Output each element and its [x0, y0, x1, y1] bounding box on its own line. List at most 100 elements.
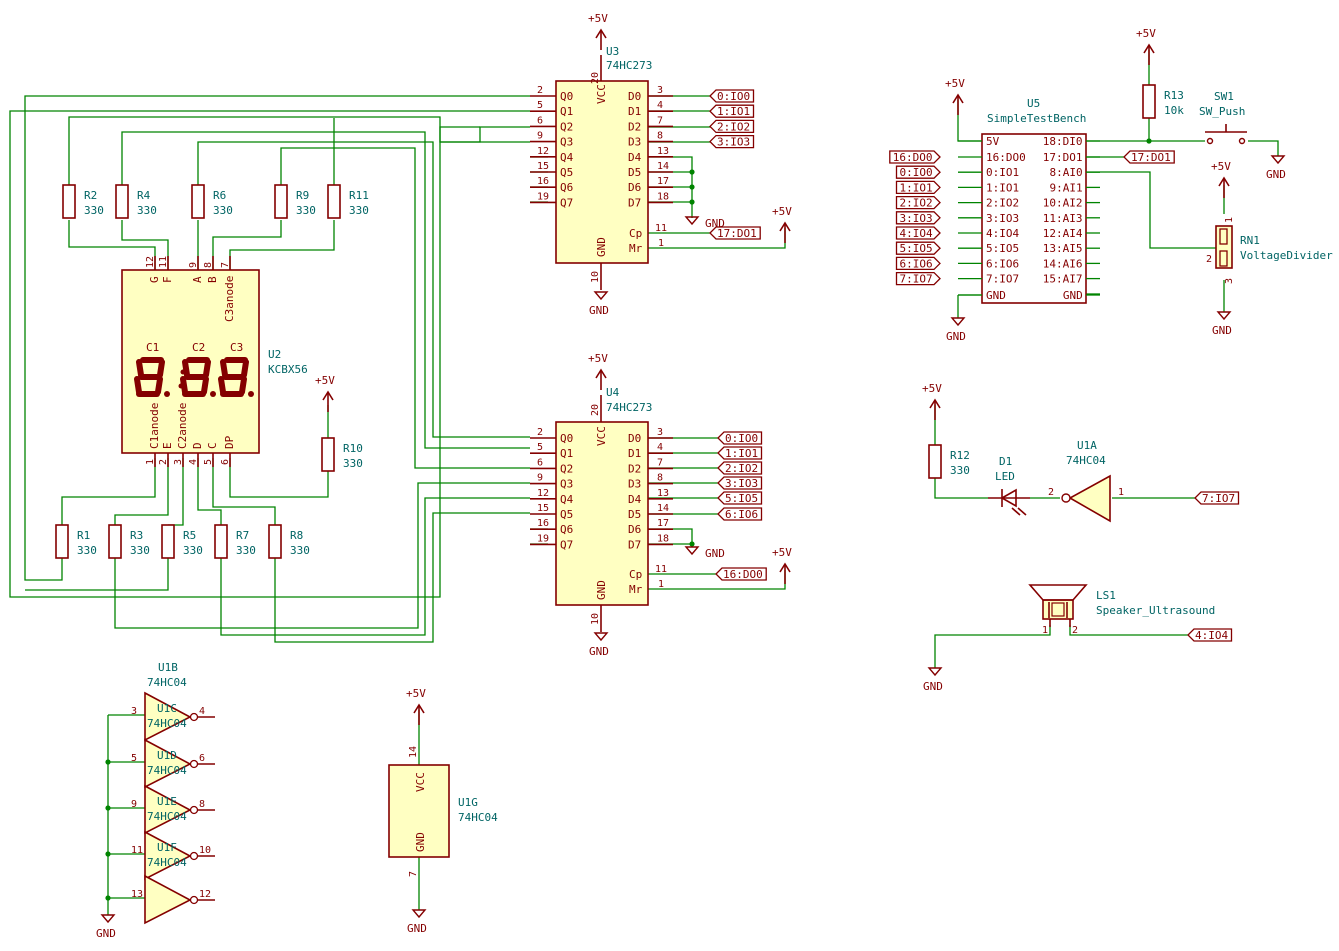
u1a-ref: U1A	[1077, 439, 1097, 452]
u4-label-1-shape	[717, 446, 763, 460]
resistor-r7-ref: R7	[236, 529, 249, 542]
u4-pin-name-in-7: Q7	[560, 538, 573, 551]
u3-pin-name-in-5: Q5	[560, 166, 573, 179]
digit-0-segment-1	[157, 359, 165, 378]
resistor-r11-value: 330	[349, 204, 369, 217]
u5-value: SimpleTestBench	[987, 112, 1086, 125]
u4-pin-name-out-1: D1	[628, 447, 641, 460]
u5-left-label-6: 5:IO5	[900, 242, 933, 255]
u2-bot-name-1: E	[161, 442, 174, 449]
u1a-inverter[interactable]: 2 1 U1A 74HC04	[1048, 439, 1124, 523]
u3-label-2: 2:IO2	[717, 120, 750, 133]
gnd-symbol-0	[593, 291, 609, 301]
u5-right-pin-2: 8:AI0	[1050, 166, 1083, 179]
u4-label-2: 2:IO2	[725, 462, 758, 475]
resistor-r3-body	[108, 524, 122, 559]
u5-left-label-8: 7:IO7	[900, 273, 933, 286]
digit-1-dp	[210, 391, 216, 397]
u3-label-3-shape	[709, 134, 755, 149]
u5-left-pin-8: 6:IO6	[986, 257, 1019, 270]
u3-gnd-pin: 10	[590, 271, 601, 283]
rn1-divider[interactable]: 1 2 3 RN1 VoltageDivider	[1206, 217, 1333, 284]
vcc-label-3: +5V	[772, 205, 792, 218]
u4-label-4-shape	[717, 491, 763, 505]
u5-right-pin-10: GND	[1063, 289, 1083, 302]
vcc-label-9: +5V	[406, 687, 426, 700]
u2-top-pinno-1: 11	[158, 256, 169, 268]
u4-pin-name-out-6: D6	[628, 523, 641, 536]
u4-pin-num-in-2: 6	[537, 457, 543, 468]
sw1-value: SW_Push	[1199, 105, 1245, 118]
u4-cp-pin: 11	[655, 564, 667, 575]
u5-left-label-2-shape	[895, 180, 941, 195]
u3-pin-name-out-2: D2	[628, 120, 641, 133]
u4-pin-num-in-6: 16	[537, 518, 549, 529]
u4-pin-name-in-1: Q1	[560, 447, 573, 460]
gnd-symbol-7	[927, 667, 943, 677]
u3-label-2-shape	[709, 119, 755, 134]
u2-bot-pinno-2: 3	[173, 459, 184, 465]
u3-pin-num-out-4: 13	[657, 146, 669, 157]
u4-pin-name-in-6: Q6	[560, 523, 573, 536]
u1g-gnd-name: GND	[414, 832, 427, 852]
u5-left-label-4-shape	[895, 211, 941, 225]
u2-bot-pinno-5: 6	[220, 459, 231, 465]
u5-left-pin-1: 16:DO0	[986, 151, 1026, 164]
u5-testbench[interactable]: U5 SimpleTestBench 5V16:DO00:IO11:IO12:I…	[958, 97, 1100, 304]
gnd-label-8: GND	[96, 927, 116, 940]
u4-pin-num-in-3: 9	[537, 473, 543, 484]
gnd-symbol-8	[100, 914, 116, 924]
u5-left-label-0-shape	[889, 150, 941, 164]
u3-pin-num-in-3: 9	[537, 131, 543, 142]
u4-pin-num-out-0: 3	[657, 427, 663, 438]
u5-left-label-0: 16:DO0	[893, 151, 933, 164]
u5-left-label-1-shape	[895, 165, 941, 179]
u2-ref: U2	[268, 348, 281, 361]
u5-left-pin-7: 5:IO5	[986, 242, 1019, 255]
u1b-ref: U1B	[158, 661, 178, 674]
u1a-out-pin: 1	[1118, 487, 1124, 498]
resistor-r13-value: 10k	[1164, 104, 1184, 117]
u4-pin-num-out-4: 13	[657, 488, 669, 499]
d1-led[interactable]: D1 LED	[988, 455, 1030, 516]
gnd-label-2: GND	[705, 217, 725, 230]
u5-left-label-4: 3:IO3	[900, 212, 933, 225]
vcc-label-7: +5V	[1211, 160, 1231, 173]
u1-gate-1-bubble	[189, 759, 199, 769]
ls1-pin2: 2	[1072, 625, 1078, 636]
sw1-switch[interactable]: SW1 SW_Push	[1199, 90, 1247, 145]
u5-left-label-7: 6:IO6	[900, 257, 933, 270]
u1g-vcc-pin: 14	[408, 746, 419, 758]
wires	[9, 50, 1279, 915]
u1-gate-0-bubble	[189, 712, 199, 722]
u4-pin-num-out-2: 7	[657, 457, 663, 468]
seven-seg-digits: C1 C2 C3	[134, 341, 254, 397]
u5-right-pin-5: 11:AI3	[1043, 212, 1083, 225]
colon-top	[180, 369, 186, 375]
u1-gate-4-out-pin: 12	[199, 889, 211, 900]
ls1-speaker[interactable]: 1 2 LS1 Speaker_Ultrasound	[1028, 584, 1215, 636]
u1g-power-unit[interactable]: VCC 14 GND 7 U1G 74HC04	[388, 746, 498, 877]
gnd-label-1: GND	[589, 645, 609, 658]
resistor-r10-value: 330	[343, 457, 363, 470]
u1b-value: 74HC04	[147, 676, 187, 689]
u2-display[interactable]: U2 KCBX56 12G11F9A8B7C3anode1C1anode2E3C…	[121, 256, 308, 467]
digit-2-dp	[248, 391, 254, 397]
u1-gate-2-ref: U1E	[157, 795, 177, 808]
resistor-r9-ref: R9	[296, 189, 309, 202]
u1-gate-2-in-pin: 9	[131, 799, 137, 810]
u1g-ref: U1G	[458, 796, 478, 809]
resistor-r13-ref: R13	[1164, 89, 1184, 102]
u5-right-pin-3: 9:AI1	[1050, 181, 1083, 194]
gnd-symbol-2	[684, 216, 700, 226]
u3-ref: U3	[606, 45, 619, 58]
u4-mr-pin: 1	[658, 579, 664, 590]
resistor-r1-body	[55, 524, 69, 559]
gnd-label-6: GND	[1212, 324, 1232, 337]
u2-bot-pinno-4: 5	[203, 459, 214, 465]
u2-bot-name-2: C2anode	[176, 403, 189, 449]
u3-pin-num-in-0: 2	[537, 85, 543, 96]
